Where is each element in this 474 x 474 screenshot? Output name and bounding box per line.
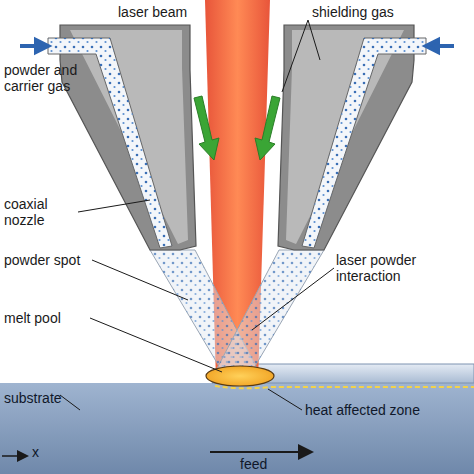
x-axis-arrow	[2, 455, 26, 457]
powder-inlet-arrow	[20, 40, 48, 52]
substrate-label: substrate	[4, 390, 62, 406]
coaxial-nozzle	[278, 25, 426, 250]
inlet-label: powder and carrier gas	[4, 62, 88, 94]
spot-label: powder spot	[4, 252, 80, 268]
powder-particles	[212, 250, 324, 378]
haz-label: heat affected zone	[305, 402, 420, 418]
haz-line	[215, 386, 474, 388]
powder-inlet-arrow	[426, 40, 454, 52]
substrate-block	[0, 383, 474, 474]
nozzle-label: coaxial nozzle	[4, 196, 78, 228]
pool-label: melt pool	[4, 310, 61, 326]
leader-line	[60, 20, 334, 410]
shielding-gas-arrow	[194, 96, 280, 160]
feed-label: feed	[240, 456, 267, 472]
feed-arrow	[210, 451, 310, 453]
interaction-label: laser powder interaction	[336, 252, 446, 284]
powder-cone	[212, 250, 324, 378]
gas-label: shielding gas	[312, 4, 394, 20]
melt-pool	[206, 366, 274, 386]
axis-label: x	[32, 444, 39, 460]
coaxial-nozzle	[48, 25, 196, 250]
beam-label: laser beam	[118, 4, 187, 20]
